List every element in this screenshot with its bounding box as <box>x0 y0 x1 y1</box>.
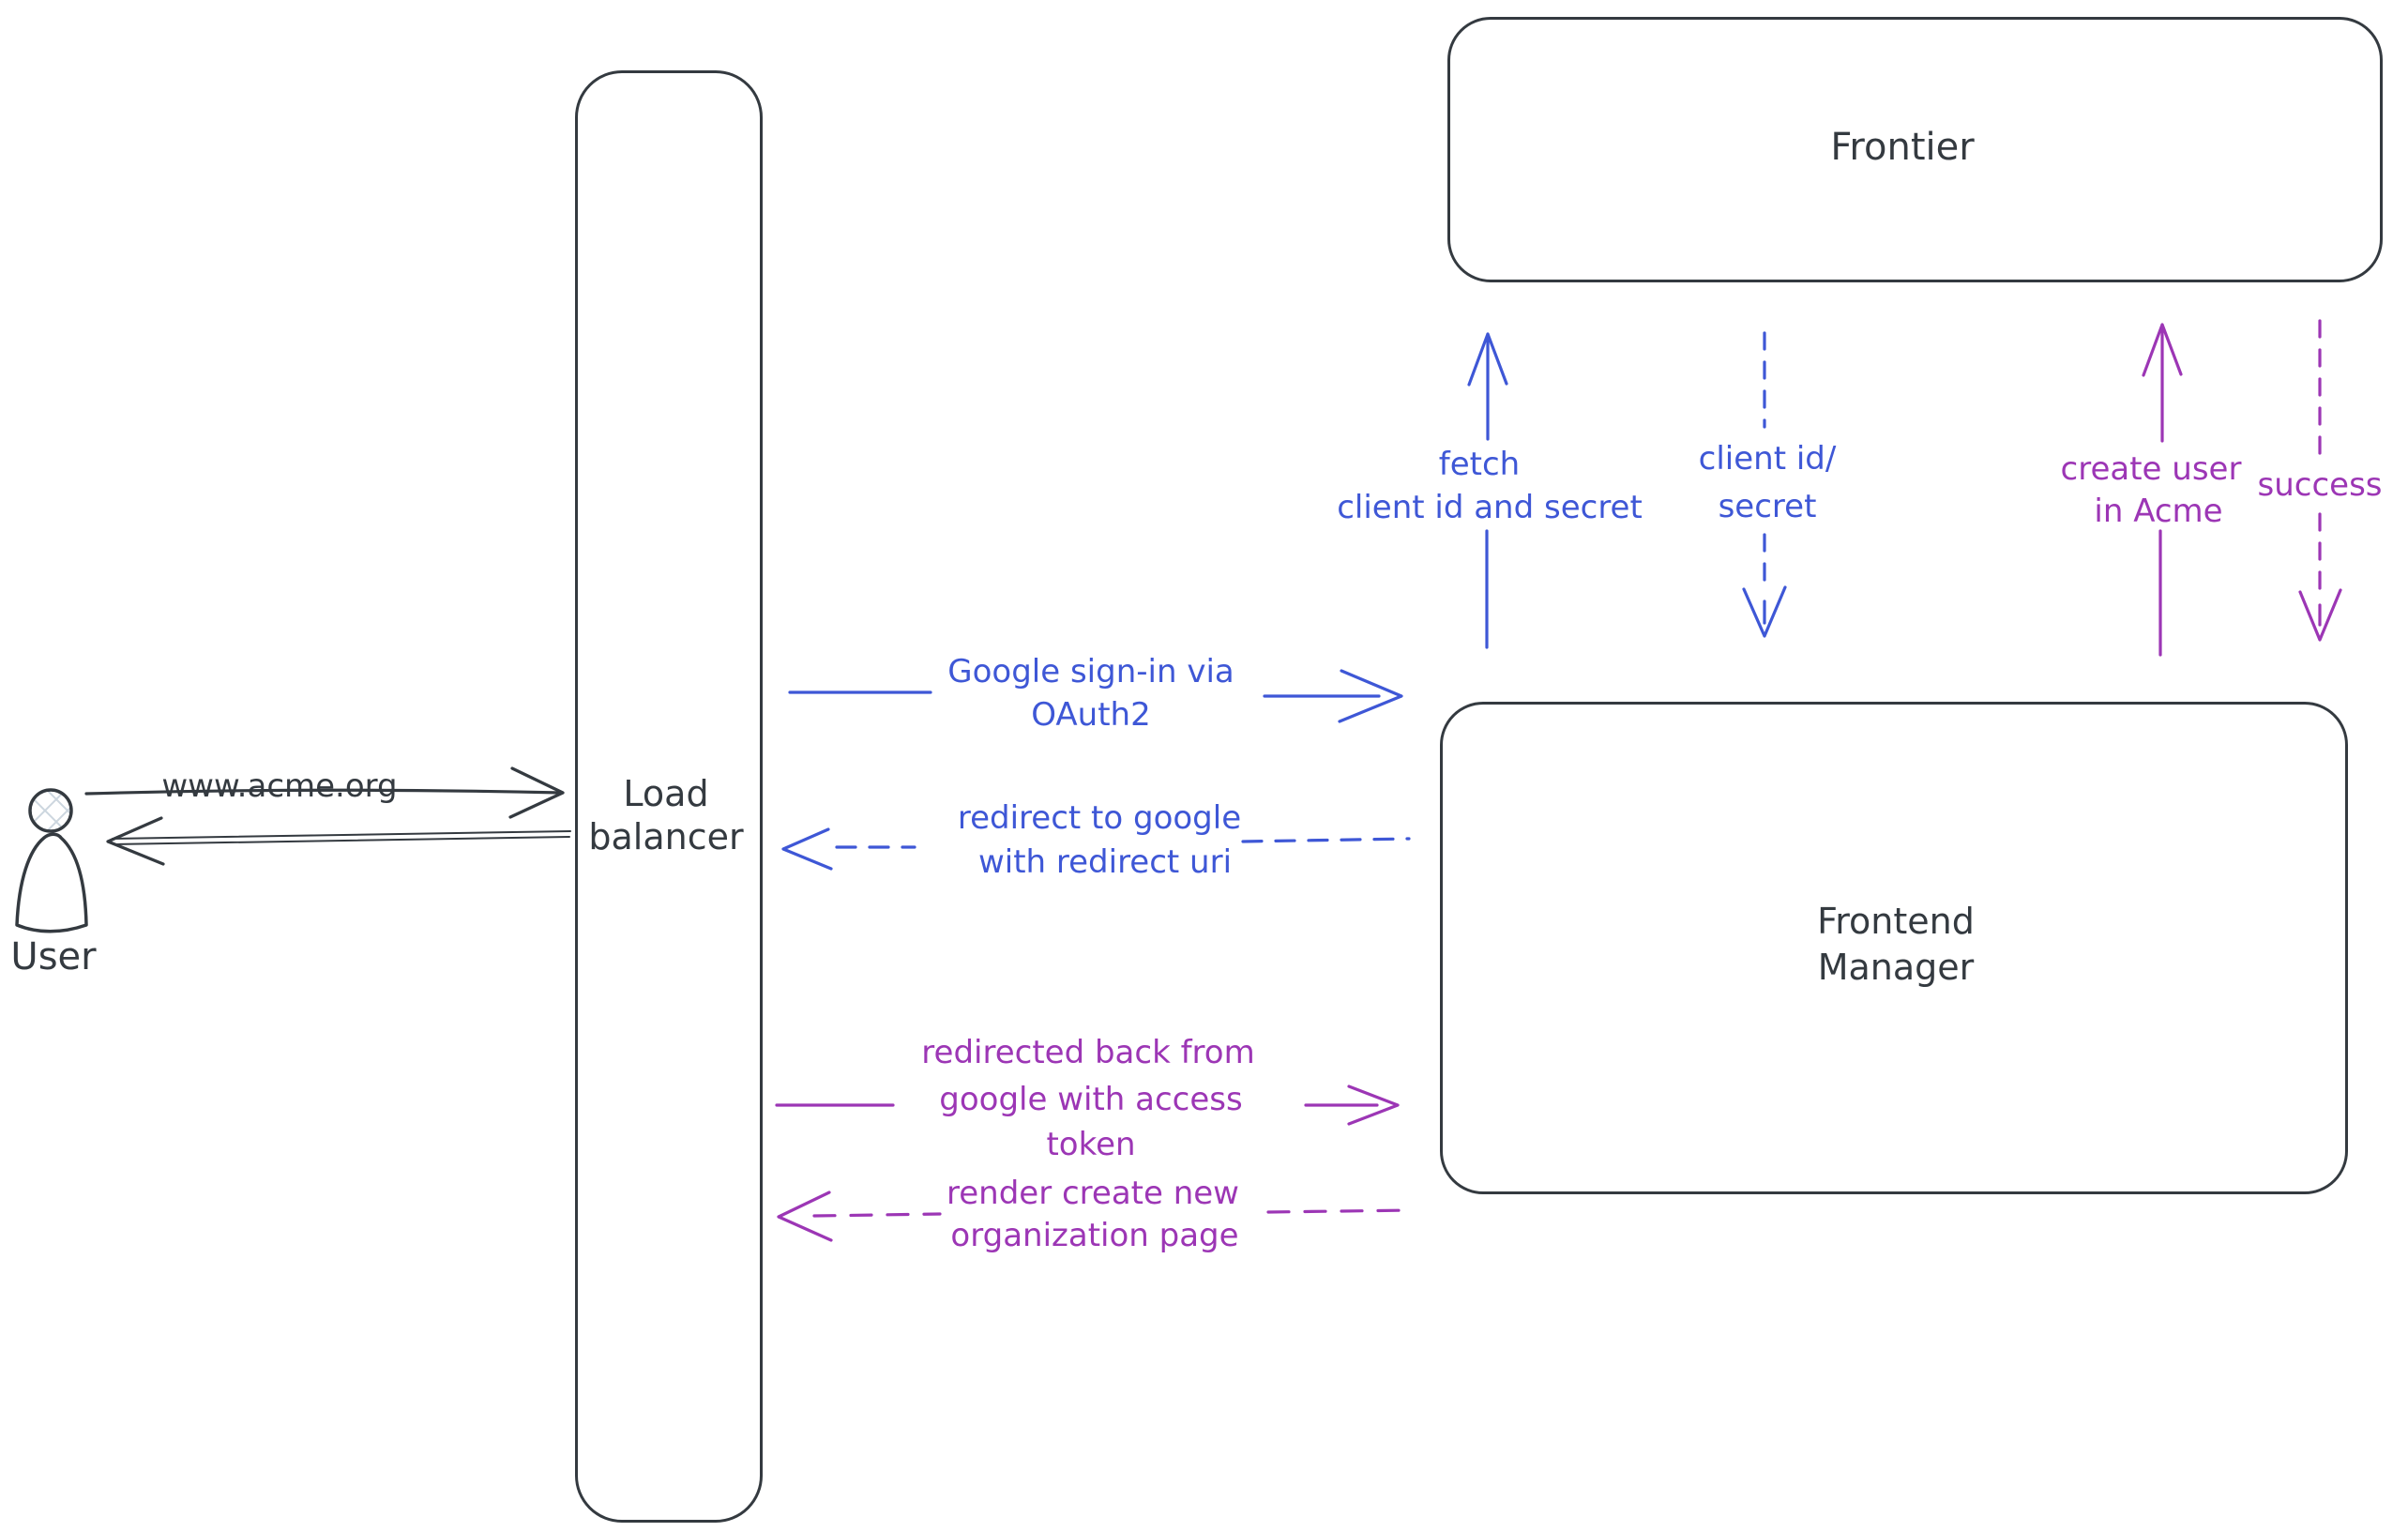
user-label: User <box>10 935 97 978</box>
creds-response-label-line1: client id/ <box>1698 440 1837 478</box>
fetch-creds-label-line1: fetch <box>1438 446 1521 483</box>
google-signin-label-line1: Google sign-in via <box>947 653 1234 690</box>
load-balancer-label-line1: Load <box>623 773 709 814</box>
creds-response-label-line2: secret <box>1718 488 1817 525</box>
frontend-manager-label-line2: Manager <box>1817 947 1975 988</box>
arrow-success <box>2298 319 2342 642</box>
fetch-creds-label-line2: client id and secret <box>1337 489 1643 526</box>
redirect-to-google-label-line1: redirect to google <box>957 799 1242 837</box>
google-signin-label-line2: OAuth2 <box>1031 696 1151 734</box>
arrow-www-response <box>106 816 571 866</box>
success-label: success <box>2257 466 2383 504</box>
render-org-page-label-line2: organization page <box>950 1217 1239 1254</box>
www-request-label: www.acme.org <box>161 767 398 805</box>
arrow-render-org-page <box>777 1191 1414 1242</box>
create-user-label-line1: create user <box>2060 450 2242 488</box>
load-balancer-box <box>575 70 763 1523</box>
user-figure-icon <box>15 788 88 933</box>
render-org-page-label-line1: render create new <box>947 1175 1239 1212</box>
load-balancer-label-line2: balancer <box>588 816 744 857</box>
arrow-fetch-creds <box>1467 332 1508 649</box>
redirected-back-label-line1: redirected back from <box>921 1034 1255 1071</box>
frontier-box <box>1447 17 2383 282</box>
arrow-www-request <box>84 766 565 819</box>
frontend-manager-box <box>1440 702 2348 1194</box>
arrow-creds-response <box>1742 331 1787 638</box>
frontier-label: Frontier <box>1830 126 1975 169</box>
redirected-back-label-line3: token <box>1046 1126 1136 1163</box>
arrow-create-user <box>2142 323 2183 657</box>
arrow-redirected-back <box>775 1085 1400 1126</box>
arrow-google-signin <box>788 669 1403 723</box>
create-user-label-line2: in Acme <box>2094 493 2223 530</box>
redirect-to-google-label-line2: with redirect uri <box>977 843 1233 881</box>
arrow-redirect-to-google <box>781 827 1411 871</box>
frontend-manager-label-line1: Frontend <box>1817 901 1975 942</box>
redirected-back-label-line2: google with access <box>939 1081 1243 1118</box>
